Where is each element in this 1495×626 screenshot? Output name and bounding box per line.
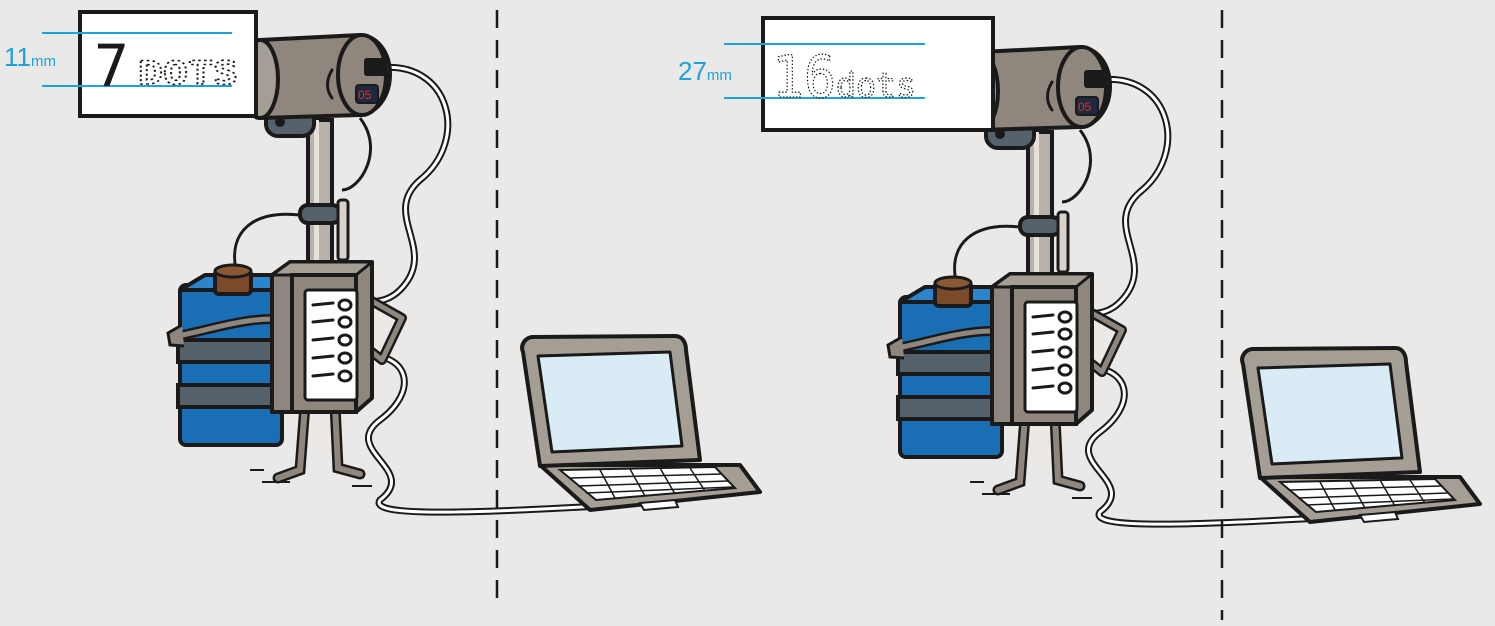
height-value: 11mm (4, 42, 56, 72)
panel-1: 7 DOTS 11mm 05 (4, 12, 760, 512)
counter-display: 05 (358, 88, 372, 102)
counter-display: 05 (1078, 100, 1092, 114)
resolution-word: DOTS (138, 54, 238, 92)
resolution-number: 7 (94, 32, 129, 100)
resolution-number: 16 (772, 43, 836, 111)
panel-2: 16 dots 27mm 05 (678, 18, 1480, 524)
resolution-word: dots (836, 66, 916, 106)
height-value: 27mm (678, 56, 732, 86)
